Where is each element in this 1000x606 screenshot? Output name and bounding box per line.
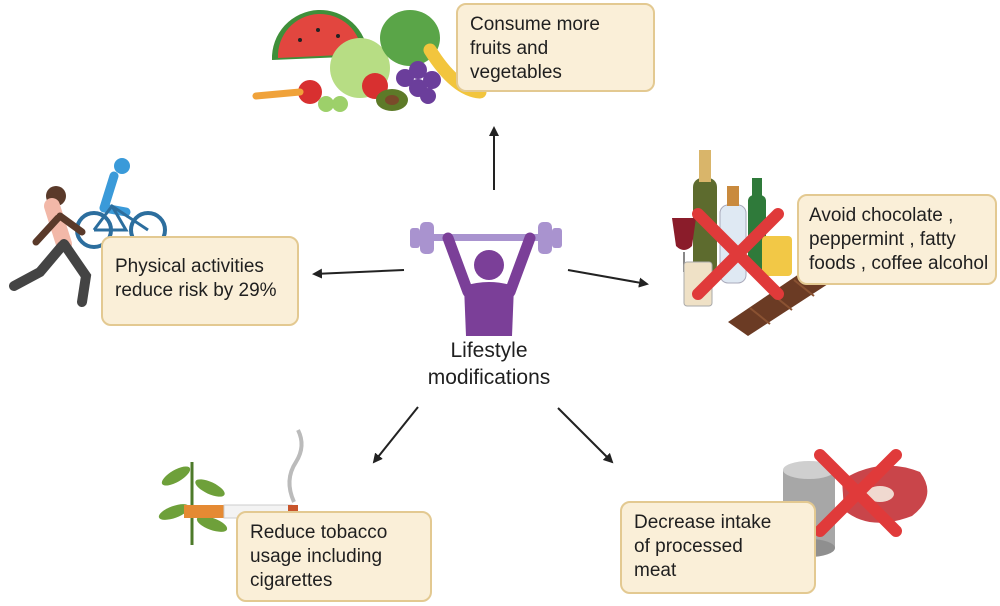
runner-cyclist-icon (9, 158, 167, 307)
arrow-to-physical (312, 268, 405, 279)
center-label: Lifestyle modifications (427, 339, 551, 389)
tobacco-node: Reduce tobacco usage including cigarette… (236, 511, 432, 602)
physical-node: Physical activities reduce risk by 29% (101, 236, 299, 326)
fruits-node: Consume more fruits and vegetables (456, 3, 655, 92)
alcohol-chocolate-crossed-icon (672, 150, 828, 336)
arrow-to-avoid (567, 269, 649, 288)
weightlifter-icon (410, 222, 562, 336)
fruits-vegetables-icon (252, 9, 487, 112)
arrow-to-tobacco (372, 406, 419, 464)
arrow-to-meat (557, 407, 614, 464)
avoid-node: Avoid chocolate , peppermint , fatty foo… (797, 194, 997, 285)
meat-node: Decrease intake of processed meat (620, 501, 816, 594)
